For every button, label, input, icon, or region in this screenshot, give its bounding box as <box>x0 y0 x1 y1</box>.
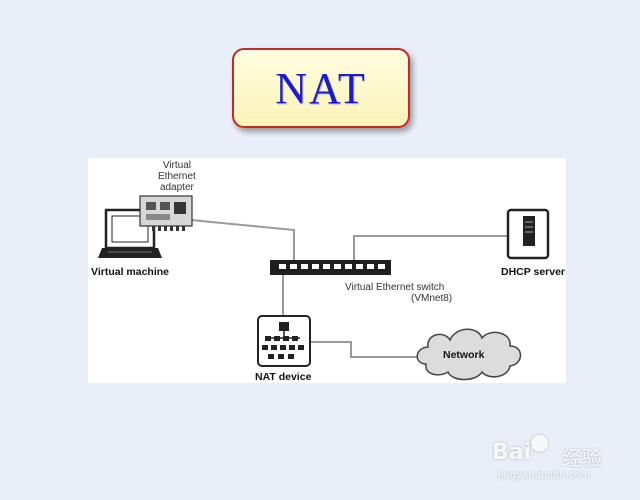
adapter-label-line-1: Virtual <box>162 160 191 171</box>
nat-device-icon <box>257 315 311 367</box>
virtual-machine-icon <box>98 208 162 258</box>
adapter-label-line-2: Ethernet <box>158 171 196 182</box>
diagram-drawing <box>98 195 550 381</box>
virtual-machine-label: Virtual machine <box>91 266 170 278</box>
adapter-label: Virtual Ethernet adapter <box>158 160 196 193</box>
dhcp-server-icon <box>506 208 550 260</box>
title-box: NAT <box>232 48 410 128</box>
watermark-url: jingyan.baidu.com <box>498 470 591 481</box>
paw-icon: ● <box>530 430 550 455</box>
watermark-logo-2: 经验 <box>562 446 602 470</box>
adapter-label-line-3: adapter <box>159 182 194 193</box>
network-cloud-icon <box>416 328 522 381</box>
watermark-logo: Bai <box>492 440 532 465</box>
network-label: Network <box>443 349 485 361</box>
switch-label: Virtual Ethernet switch <box>345 282 445 293</box>
dhcp-server-label: DHCP server <box>501 266 566 278</box>
ethernet-switch-icon <box>270 260 391 275</box>
nat-diagram: Virtual Ethernet adapter Virtual machine… <box>88 158 566 383</box>
nat-device-label: NAT device <box>255 371 312 383</box>
switch-vmnet-label: (VMnet8) <box>411 293 453 304</box>
connection-lines <box>190 219 508 358</box>
ethernet-adapter-icon <box>139 195 193 231</box>
page-title: NAT <box>275 63 367 113</box>
